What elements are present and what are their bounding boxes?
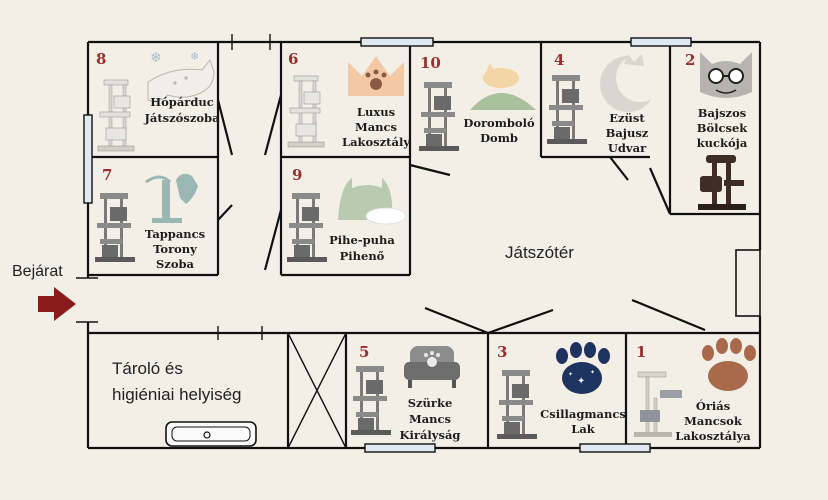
scratching-post-icon — [145, 173, 198, 223]
cat-tree-icon — [95, 193, 135, 262]
room-name-line: Mancs — [355, 120, 397, 134]
windows — [83, 37, 761, 453]
room-name-line: Játszószoba — [143, 111, 220, 125]
room-name-line: Szoba — [156, 257, 195, 271]
room-name-line: Pihenő — [340, 249, 385, 263]
room-5[interactable]: 5 Szürke Mancs Királyság — [351, 343, 460, 442]
room-name-line: Csillagmancs — [540, 407, 626, 421]
room-name-line: Bajszos — [698, 106, 746, 120]
cat-tree-icon — [634, 371, 682, 437]
cat-with-glasses-icon — [700, 52, 752, 98]
room-name-line: kuckója — [697, 136, 748, 150]
svg-text:✦: ✦ — [577, 376, 585, 387]
room-name-line: Mancsok — [684, 414, 743, 428]
room-name-line: Lakosztály — [342, 135, 410, 149]
svg-text:❄: ❄ — [150, 50, 162, 66]
room-9[interactable]: 9 Pihe-puha Pihenő — [287, 166, 407, 263]
storage-label-line2: higiéniai helyiség — [112, 385, 241, 404]
room-3[interactable]: 3 ✦ ✦ ✦ Csillagmancs Lak — [497, 342, 626, 439]
room-10[interactable]: 10 Doromboló Domb — [419, 54, 536, 151]
cat-tree-icon — [419, 82, 459, 151]
room-name-line: Lak — [571, 422, 596, 436]
room-name-line: Királyság — [400, 428, 461, 442]
room-number: 10 — [420, 54, 441, 72]
entrance-label: Bejárat — [12, 263, 63, 280]
cat-tree-icon — [97, 79, 135, 152]
entrance-arrow-icon — [38, 287, 76, 321]
cat-tree-icon — [698, 155, 746, 210]
svg-text:❄: ❄ — [190, 50, 199, 63]
door-lines — [216, 34, 706, 340]
room-number: 4 — [554, 51, 564, 69]
room-name-line: Lakosztálya — [675, 429, 751, 443]
room-name-line: Tappancs — [145, 227, 205, 241]
room-number: 6 — [288, 50, 298, 68]
room-4[interactable]: 4 Ezüst Bajusz Udvar — [547, 51, 664, 155]
bathtub-icon — [165, 421, 257, 447]
room-number: 8 — [96, 50, 106, 68]
paw-crown-icon — [348, 56, 404, 96]
room-name-line: Luxus — [357, 105, 395, 119]
room-2[interactable]: 2 Bajszos Bölcsek kuckója — [685, 51, 752, 210]
room-name-line: Pihe-puha — [329, 233, 395, 247]
cat-tree-icon — [547, 75, 587, 144]
cat-tree-icon — [351, 366, 391, 435]
room-number: 1 — [636, 343, 646, 361]
room-7[interactable]: 7 Tappancs Torony Szoba — [95, 166, 205, 271]
room-name-line: Udvar — [608, 141, 647, 155]
room-name-line: Mancs — [409, 412, 451, 426]
playground-label: Játszótér — [505, 243, 574, 262]
svg-text:✦: ✦ — [568, 371, 573, 378]
room-number: 2 — [685, 51, 695, 69]
room-number: 7 — [102, 166, 112, 184]
entrance: Bejárat — [12, 263, 76, 321]
moon-cat-icon — [600, 54, 664, 112]
room-name-line: Óriás — [696, 399, 730, 413]
room-name-line: Bölcsek — [697, 121, 749, 135]
room-name-line: Domb — [480, 131, 518, 145]
starry-paw-icon: ✦ ✦ ✦ — [556, 342, 610, 394]
storage-room: Tároló és higiéniai helyiség — [112, 359, 257, 447]
room-name-line: Torony — [153, 242, 197, 256]
sleeping-cat-hill-icon — [470, 63, 536, 110]
room-name-line: Doromboló — [463, 116, 535, 130]
snow-leopard-icon: ❄ ❄ — [147, 50, 215, 102]
cat-tree-icon — [497, 370, 537, 439]
paw-armchair-icon — [404, 346, 460, 388]
interior-walls — [88, 42, 760, 449]
room-name-line: Szürke — [408, 396, 453, 410]
room-number: 9 — [292, 166, 302, 184]
storage-label-line1: Tároló és — [112, 359, 183, 378]
room-1[interactable]: 1 Óriás Mancsok Lakosztálya — [634, 338, 756, 443]
room-number: 3 — [497, 343, 507, 361]
cat-tree-icon — [287, 193, 327, 262]
room-number: 5 — [359, 343, 369, 361]
brown-paw-icon — [702, 338, 756, 391]
room-8[interactable]: 8 ❄ ❄ Hópárduc Játszószoba — [96, 50, 220, 152]
svg-text:✦: ✦ — [590, 369, 595, 376]
room-name-line: Hópárduc — [150, 95, 214, 109]
room-name-line: Ezüst — [609, 111, 645, 125]
room-6[interactable]: 6 Luxus Mancs Lakosztály — [287, 50, 410, 149]
cloud-cat-icon — [338, 178, 407, 225]
room-name-line: Bajusz — [606, 126, 649, 140]
cat-tree-icon — [287, 75, 325, 148]
